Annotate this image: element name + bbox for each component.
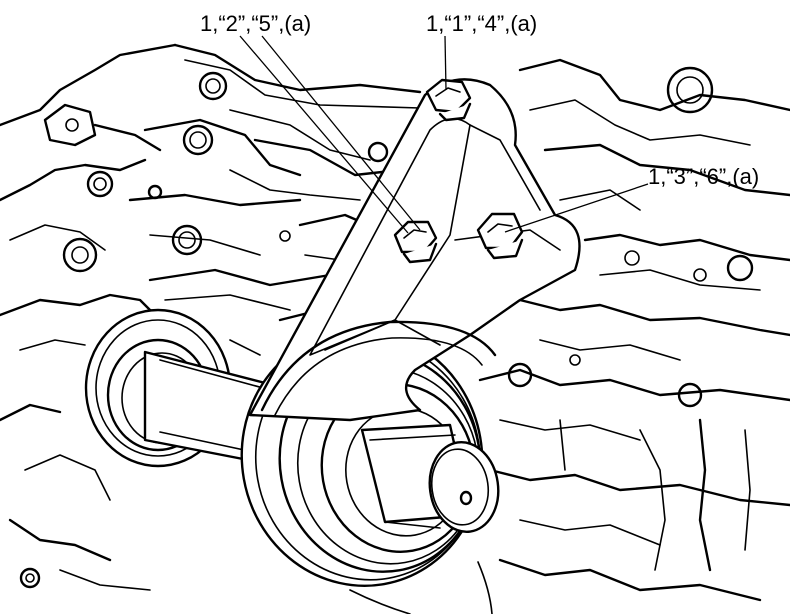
bolt-top — [425, 78, 472, 122]
callout-right-label: 1,“3”,“6”,(a) — [648, 164, 760, 189]
holder-bolts — [393, 78, 524, 264]
engine-block — [0, 43, 790, 602]
background-bolts — [19, 71, 703, 589]
callout-upper-left-label: 1,“2”,“5”,(a) — [200, 11, 312, 36]
callout-upper-right-label: 1,“1”,“4”,(a) — [426, 11, 538, 36]
leader-line-upper-left-2 — [261, 35, 421, 231]
leader-line-upper-right — [444, 35, 447, 91]
leader-lines — [239, 35, 649, 234]
bolt-right — [476, 212, 524, 260]
leader-line-upper-left — [239, 35, 409, 234]
leader-line-right — [504, 183, 649, 233]
pulley-shaft — [360, 423, 500, 534]
